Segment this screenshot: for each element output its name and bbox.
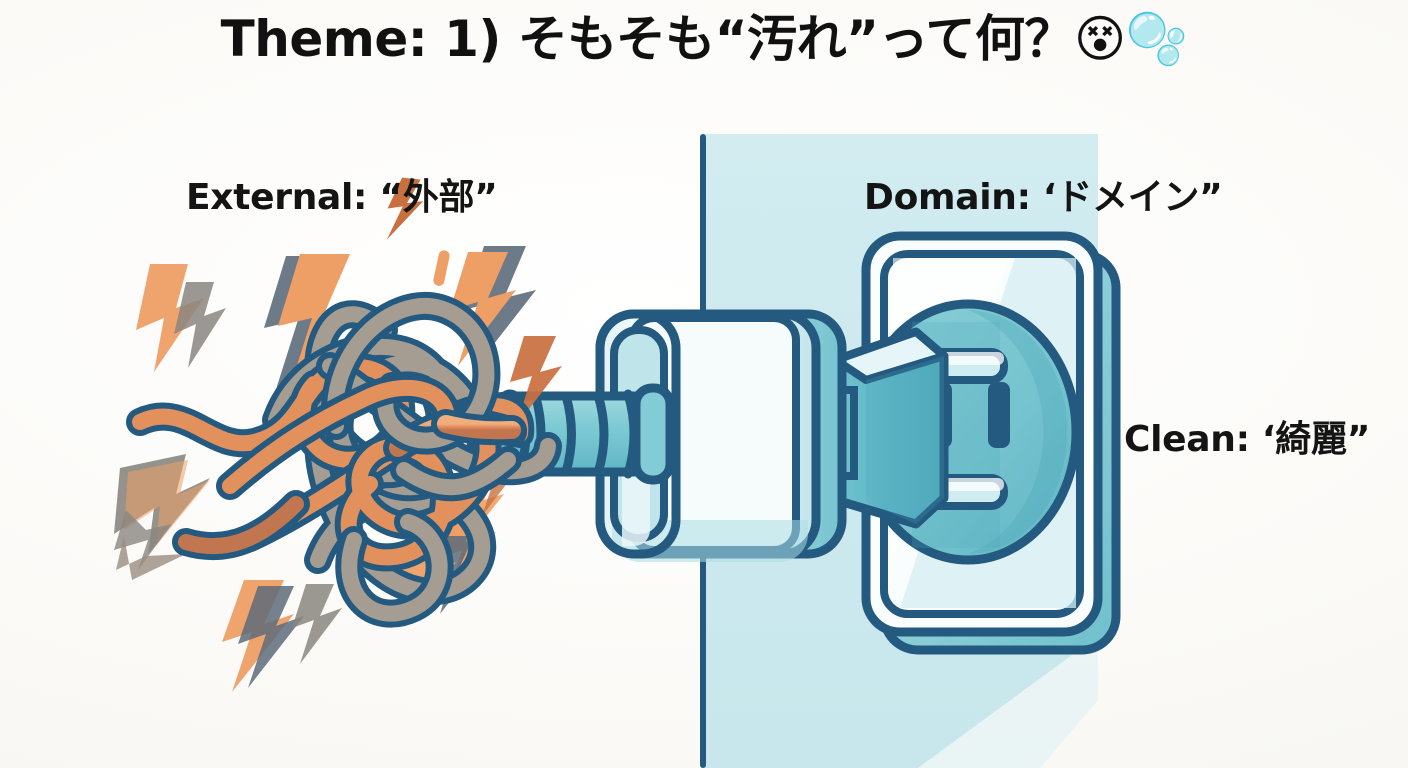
label-domain: Domain: ‘ドメイン” — [864, 177, 1223, 218]
cable-strand-gray-upper-arc — [321, 292, 501, 455]
cable-strand-orange-tail — [172, 490, 310, 560]
cable-strand-gray-to-plug — [390, 446, 522, 502]
page-title: Theme: 1) そもそも“汚れ”って何？😵🫧 — [220, 10, 1188, 68]
wall-plug — [814, 327, 1008, 529]
cable-strand-orange-overpass-2 — [431, 409, 527, 446]
cable-strand-gray-lower — [335, 508, 454, 628]
label-external: External: “外部” — [186, 177, 498, 218]
cable-strand-orange-overpass — [216, 373, 461, 500]
tangled-cables — [126, 292, 562, 628]
label-clean: Clean: ‘綺麗” — [1124, 419, 1371, 460]
